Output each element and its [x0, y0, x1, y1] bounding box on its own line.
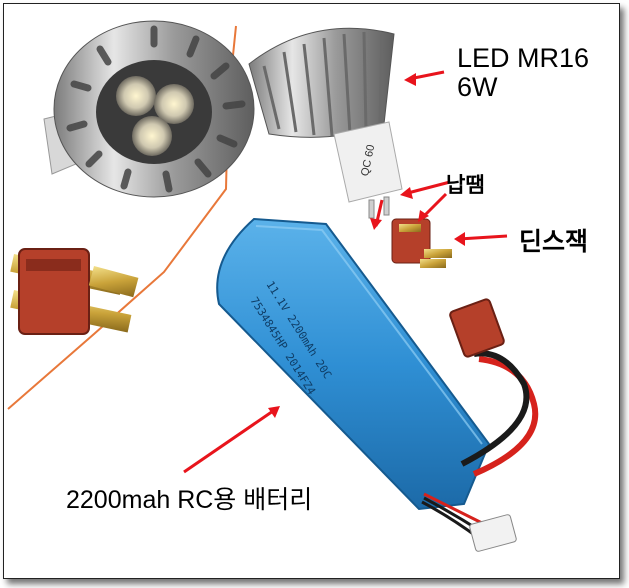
- arrow-to-deans: [458, 234, 508, 241]
- deans-connector-large-photo: [10, 248, 139, 335]
- solder-label: 납땜: [446, 174, 485, 197]
- led-power-text: 6W: [457, 72, 498, 102]
- arrow-to-battery: [183, 407, 277, 474]
- led-label: LED MR16 6W: [457, 44, 589, 102]
- arrow-heads: [268, 73, 465, 418]
- deans-connector-small-photo: [391, 218, 452, 268]
- led-bulb-side-photo: QC 60: [248, 27, 403, 219]
- led-bulb-front-photo: [43, 20, 255, 198]
- product-photo-scene: QC 60 11.1V 2200mAh 20C 7534845HP 2014FZ…: [7, 20, 539, 552]
- battery-label: 2200mah RC용 배터리: [66, 486, 313, 514]
- led-model-text: LED MR16: [457, 43, 590, 73]
- arrow-to-solder-1: [403, 180, 451, 196]
- battery-pack-photo: 11.1V 2200mAh 20C 7534845HP 2014FZ4: [216, 217, 539, 552]
- deans-connector-label: 딘스잭: [519, 228, 589, 256]
- image-frame: QC 60 11.1V 2200mAh 20C 7534845HP 2014FZ…: [3, 3, 620, 579]
